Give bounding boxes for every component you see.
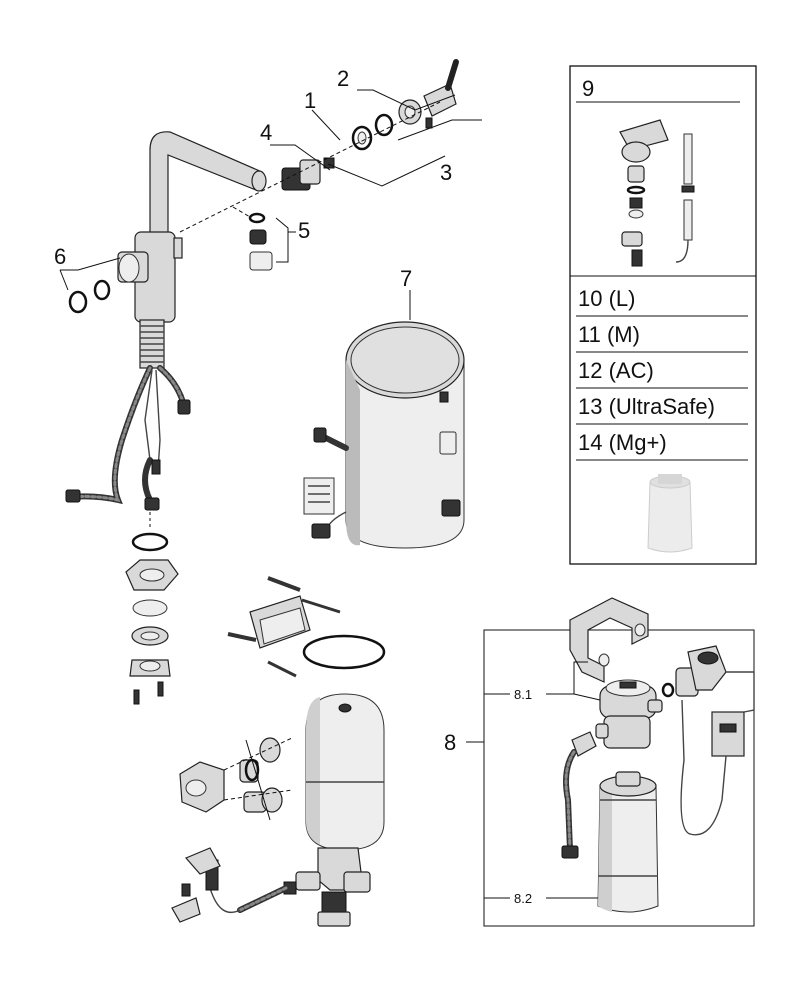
filter-wall-mount [569, 597, 649, 683]
cartridge-parts [68, 59, 459, 314]
filter-set-leaders [466, 661, 601, 899]
option-label: 14 (Mg+) [578, 430, 667, 455]
faucet-hoses [65, 365, 191, 511]
callout-4: 4 [260, 120, 272, 145]
expansion-vessel [305, 693, 385, 851]
callout-8-1: 8.1 [514, 687, 532, 702]
option-row: 12 (AC) [576, 358, 748, 389]
callout-leaders [59, 89, 482, 291]
option-label: 12 (AC) [578, 358, 654, 383]
safety-valve-group [171, 847, 371, 927]
callout-3: 3 [440, 160, 452, 185]
option-label: 10 (L) [578, 286, 635, 311]
option-row: 11 (M) [576, 322, 748, 353]
filter-cartridge [597, 771, 659, 913]
filter-cartridge-options: 10 (L) 11 (M) 12 (AC) 13 (UltraSafe) 14 … [576, 286, 748, 553]
callout-2: 2 [337, 66, 349, 91]
callout-7: 7 [400, 266, 412, 291]
filter-hose [561, 731, 597, 859]
option-row: 14 (Mg+) [576, 430, 748, 461]
faucet-mounting-kit [125, 512, 179, 705]
wall-bracket [227, 576, 341, 678]
callout-8: 8 [444, 730, 456, 755]
filter-head [595, 679, 663, 749]
callout-8-2: 8.2 [514, 891, 532, 906]
option-label: 11 (M) [578, 322, 640, 347]
callout-1: 1 [304, 88, 316, 113]
filter-cartridge-image [647, 474, 693, 553]
flow-meter-and-sensor [661, 645, 755, 836]
option-row: 10 (L) [576, 286, 748, 317]
option-row: 13 (UltraSafe) [576, 394, 748, 425]
boiler-tank [303, 290, 465, 549]
strap-ring [302, 634, 386, 670]
installation-kit-image [619, 119, 695, 267]
connection-fittings [179, 737, 293, 821]
callout-5: 5 [298, 218, 310, 243]
callout-6: 6 [54, 244, 66, 269]
callout-9: 9 [582, 76, 594, 101]
faucet-body [117, 131, 267, 369]
option-label: 13 (UltraSafe) [578, 394, 715, 419]
